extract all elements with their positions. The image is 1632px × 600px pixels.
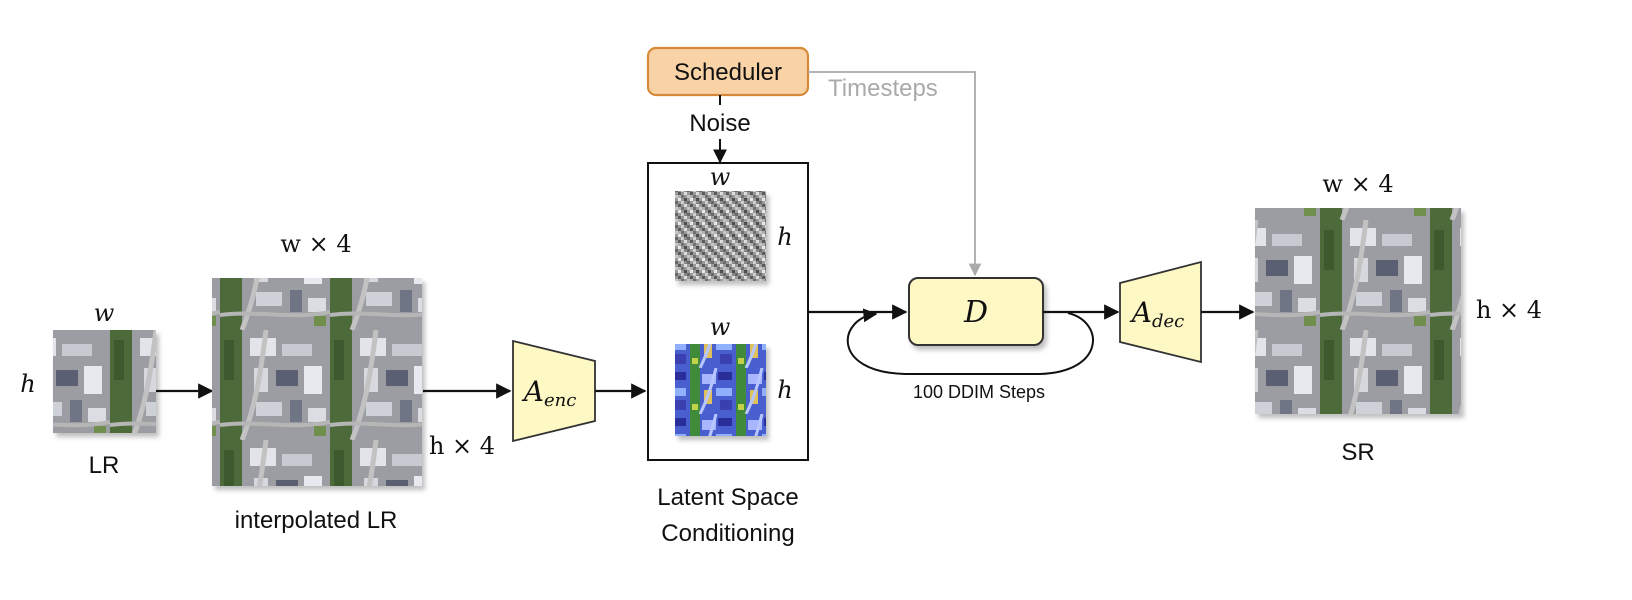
sr-image [1255, 208, 1461, 414]
lr-image-group: w h LR [20, 299, 156, 479]
encoder-label: Aenc [521, 375, 577, 411]
sr-width-label: w × 4 [1322, 170, 1393, 198]
ddim-loop-arrow [846, 308, 1094, 375]
encoder-block: Aenc [512, 339, 596, 443]
lr-image [53, 330, 156, 433]
latent-caption-line2: Conditioning [661, 520, 794, 547]
decoder-label: Adec [1129, 296, 1185, 332]
ddim-steps-label: 100 DDIM Steps [913, 382, 1045, 402]
encoder-trapezoid [512, 339, 596, 443]
interp-height-label: h × 4 [429, 432, 495, 460]
noise-image [675, 191, 766, 281]
interpolated-image-group: w × 4 h × 4 interpolated LR [212, 230, 495, 534]
scheduler-node: Scheduler [646, 46, 810, 97]
scheduler-label: Scheduler [674, 59, 782, 86]
latent-noise-width-label: w [710, 163, 731, 191]
timesteps-arrow [808, 71, 982, 277]
lr-caption: LR [89, 452, 120, 479]
sr-caption: SR [1341, 439, 1374, 466]
latent-noise-height-label: h [777, 223, 792, 251]
lr-height-label: h [20, 370, 35, 398]
interp-width-label: w × 4 [280, 230, 351, 258]
sr-height-label: h × 4 [1476, 296, 1542, 324]
latent-space-box: w h w h Latent Space Conditioning [647, 162, 809, 547]
latent-cond-height-label: h [777, 376, 792, 404]
sr-image-group: w × 4 h × 4 SR [1255, 170, 1542, 466]
decoder-block: Adec [1119, 260, 1202, 364]
diffusion-label: D [963, 295, 988, 330]
noise-label: Noise [689, 110, 750, 137]
diffusion-block: D [908, 277, 1044, 346]
latent-cond-width-label: w [710, 313, 731, 341]
latent-conditioning-image [675, 344, 766, 436]
interpolated-image [212, 278, 422, 486]
lr-width-label: w [94, 299, 115, 327]
timesteps-label: Timesteps [828, 75, 938, 102]
latent-caption-line1: Latent Space [657, 484, 798, 511]
decoder-trapezoid [1119, 260, 1202, 364]
interp-caption: interpolated LR [235, 507, 398, 534]
